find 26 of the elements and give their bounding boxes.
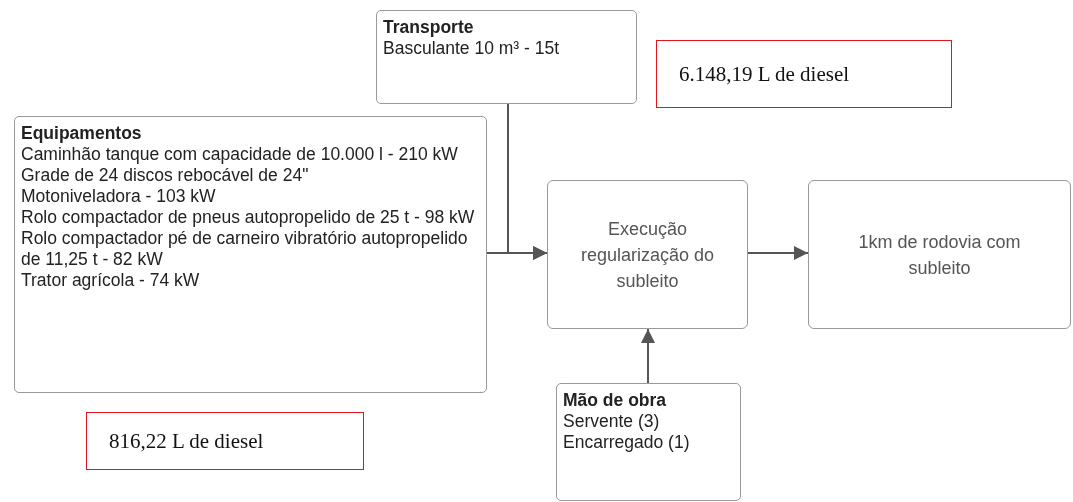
heading: Mão de obra	[563, 390, 668, 411]
list-item: Basculante 10 m³ - 15t	[383, 38, 561, 59]
box-label: Execução regularização do subleito	[579, 217, 716, 293]
list-item: Caminhão tanque com capacidade de 10.000 l - 210 kW	[21, 144, 459, 165]
arrow	[747, 246, 809, 260]
note-box	[86, 412, 364, 470]
list-item: Servente (3)	[563, 411, 661, 432]
list-item: Trator agrícola - 74 kW	[21, 270, 201, 291]
box-label: 1km de rodovia com subleito	[857, 230, 1022, 280]
arrow	[641, 328, 655, 384]
process-box	[808, 180, 1071, 329]
process-box	[547, 180, 748, 329]
list-item: Encarregado (1)	[563, 432, 691, 453]
list-item: Motoniveladora - 103 kW	[21, 186, 217, 207]
list-item: Rolo compactador pé de carneiro vibratório autopropelido de 11,25 t - 82 kW	[21, 228, 469, 270]
text-box	[556, 383, 741, 501]
list-item: Grade de 24 discos rebocável de 24"	[21, 165, 310, 186]
list-item: Rolo compactador de pneus autopropelido de 25 t - 98 kW	[21, 207, 476, 228]
note-text: 6.148,19 L de diesel	[679, 61, 850, 87]
text-box	[376, 10, 637, 104]
heading: Transporte	[383, 17, 475, 38]
arrow	[486, 246, 548, 260]
note-text: 816,22 L de diesel	[109, 428, 264, 454]
text-box	[14, 116, 487, 393]
note-box	[656, 40, 952, 108]
heading: Equipamentos	[21, 123, 143, 144]
